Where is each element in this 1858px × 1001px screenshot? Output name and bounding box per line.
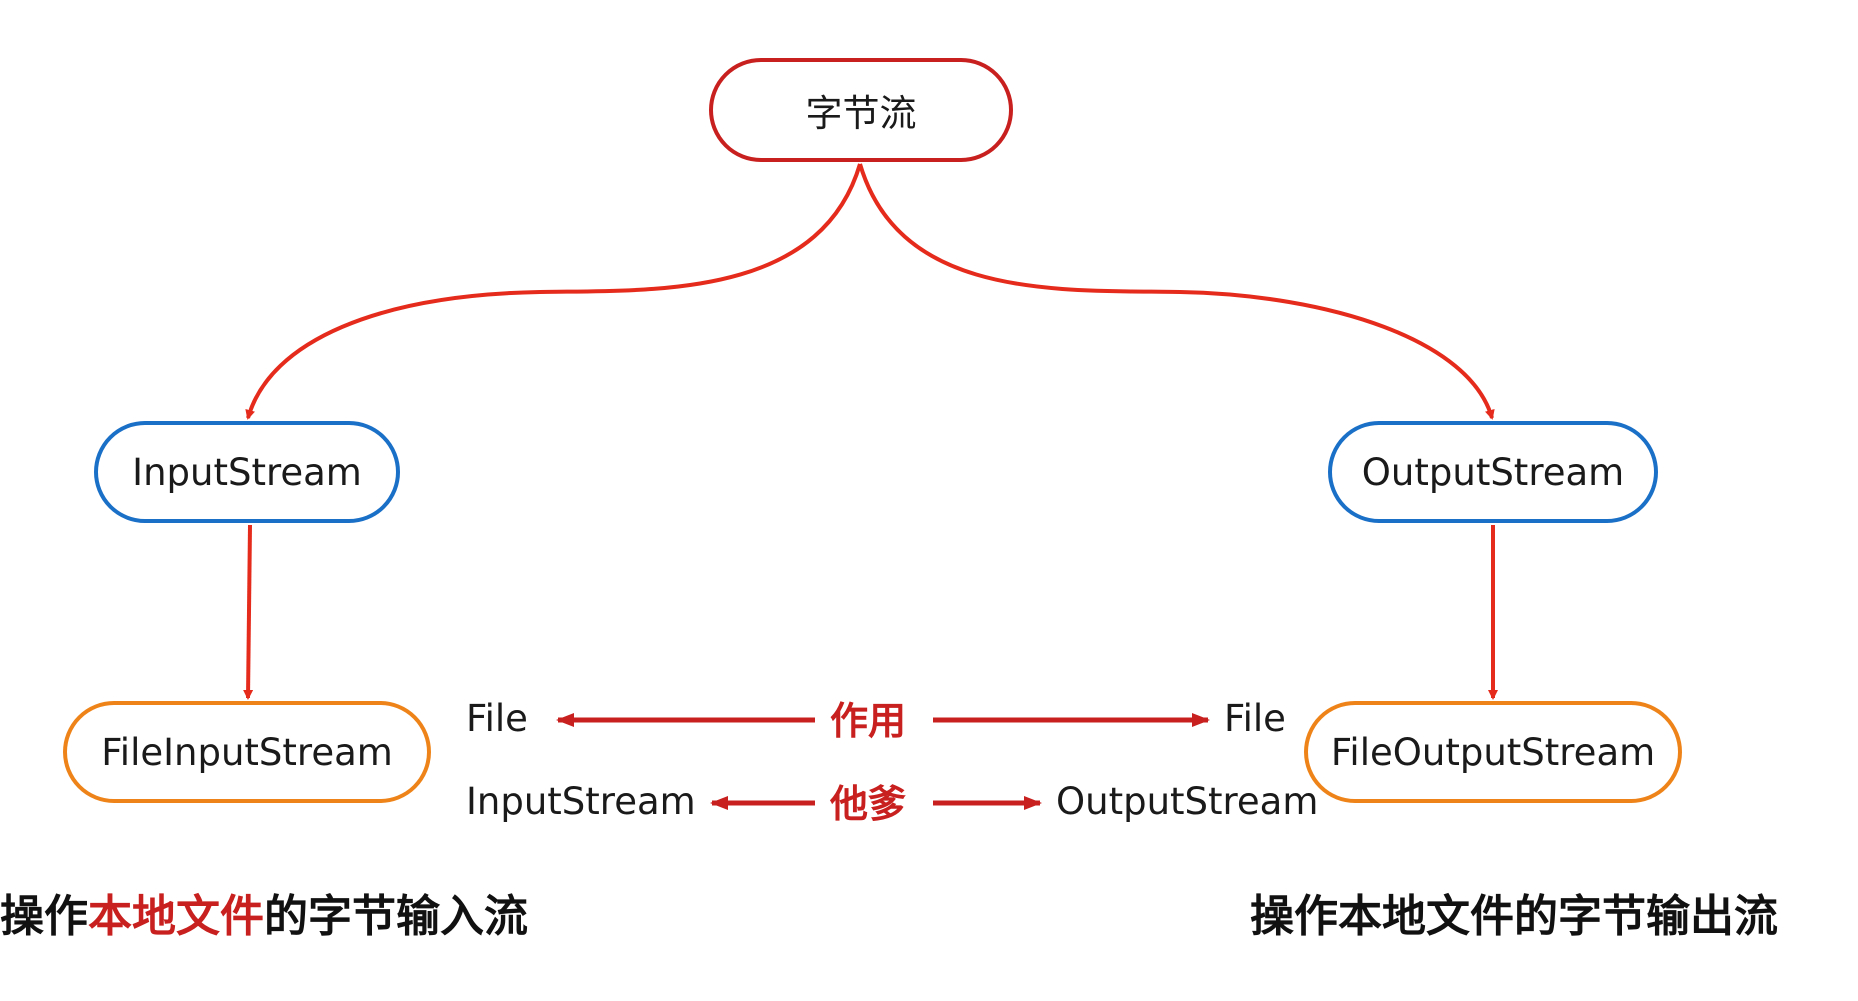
label-file-left: File — [466, 697, 528, 740]
node-file-output-stream: FileOutputStream — [1304, 701, 1682, 803]
caption-left-prefix: 操作 — [0, 891, 88, 942]
label-purpose: 作用 — [830, 699, 907, 743]
edge-root-to-inputstream — [245, 163, 862, 420]
edge-inputstream-to-fileinputstream — [243, 524, 254, 700]
node-file-input-stream: FileInputStream — [63, 701, 431, 803]
label-inputstream: InputStream — [466, 780, 696, 823]
edge-root-to-outputstream — [858, 163, 1495, 420]
node-output-stream: OutputStream — [1328, 421, 1658, 523]
label-file-right: File — [1224, 697, 1286, 740]
caption-left: 操作本地文件的字节输入流 — [0, 895, 528, 939]
label-outputstream: OutputStream — [1056, 780, 1319, 823]
node-input-stream: InputStream — [94, 421, 400, 523]
label-others: 他爹 — [830, 782, 907, 826]
caption-left-suffix: 的字节输入流 — [264, 891, 528, 942]
caption-right: 操作本地文件的字节输出流 — [1250, 891, 1778, 942]
node-byte-stream: 字节流 — [709, 58, 1013, 162]
caption-left-highlight: 本地文件 — [88, 891, 264, 942]
